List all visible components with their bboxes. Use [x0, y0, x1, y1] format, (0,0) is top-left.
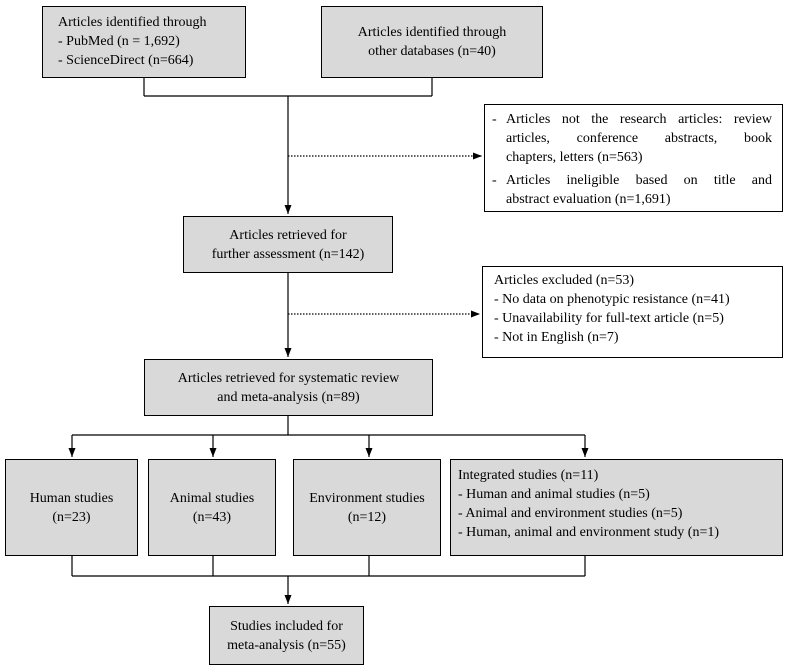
identified-sciencedirect: - ScienceDirect (n=664)	[58, 53, 194, 68]
identified-pubmed: - PubMed (n = 1,692)	[58, 34, 180, 49]
integrated-studies-box: Integrated studies (n=11) - Human and an…	[450, 459, 783, 556]
identified-other-line-1: Articles identified through	[357, 25, 507, 40]
excluded-second-title: Articles excluded (n=53)	[494, 273, 635, 288]
bullet-dash: -	[492, 112, 497, 127]
excluded-first-item-1-line-3: chapters, letters (n=563)	[506, 150, 643, 165]
identified-other-line-2: other databases (n=40)	[368, 44, 496, 59]
integrated-animal-environment: - Animal and environment studies (n=5)	[458, 506, 683, 521]
retrieved-review-line-2: and meta-analysis (n=89)	[217, 389, 360, 405]
retrieved-assessment-box: Articles retrieved for further assessmen…	[183, 216, 393, 273]
retrieved-assessment-line-2: further assessment (n=142)	[211, 246, 365, 262]
bullet-dash: -	[492, 173, 497, 188]
excluded-not-english: - Not in English (n=7)	[494, 330, 619, 345]
excluded-no-data: - No data on phenotypic resistance (n=41…	[494, 292, 730, 307]
excluded-first-box: - Articles not the research articles: re…	[484, 104, 783, 212]
environment-studies-label: Environment studies	[309, 490, 425, 506]
excluded-first-item-2-line-1: Articles ineligible based on title and	[506, 173, 772, 188]
integrated-studies-title: Integrated studies (n=11)	[458, 468, 599, 483]
retrieved-review-line-1: Articles retrieved for systematic review	[177, 370, 400, 386]
included-studies-line-1: Studies included for	[230, 618, 343, 634]
included-studies-box: Studies included for meta-analysis (n=55…	[209, 606, 364, 665]
excluded-first-item-1-line-1: Articles not the research articles: revi…	[506, 112, 772, 127]
animal-studies-label: Animal studies	[169, 490, 255, 506]
integrated-human-animal: - Human and animal studies (n=5)	[458, 487, 650, 502]
environment-studies-box: Environment studies (n=12)	[293, 459, 441, 556]
human-studies-label: Human studies	[29, 490, 114, 506]
excluded-second-box: Articles excluded (n=53) - No data on ph…	[482, 266, 783, 358]
excluded-first-item-1: - Articles not the research articles: re…	[492, 110, 772, 167]
animal-studies-box: Animal studies (n=43)	[148, 459, 276, 556]
human-studies-box: Human studies (n=23)	[5, 459, 138, 556]
identified-databases-box: Articles identified through - PubMed (n …	[42, 6, 246, 78]
retrieved-assessment-line-1: Articles retrieved for	[229, 227, 347, 243]
integrated-all-three: - Human, animal and environment study (n…	[458, 525, 720, 540]
identified-other-box: Articles identified through other databa…	[321, 6, 543, 78]
environment-studies-count: (n=12)	[347, 509, 387, 525]
human-studies-count: (n=23)	[52, 509, 91, 525]
included-studies-line-2: meta-analysis (n=55)	[227, 637, 346, 653]
excluded-first-item-1-line-2: articles, conference abstracts, book	[506, 131, 772, 146]
identified-databases-title: Articles identified through	[58, 15, 207, 30]
excluded-unavailable: - Unavailability for full-text article (…	[494, 311, 724, 326]
excluded-first-item-2-line-2: abstract evaluation (n=1,691)	[506, 192, 671, 207]
animal-studies-count: (n=43)	[192, 509, 232, 525]
retrieved-review-box: Articles retrieved for systematic review…	[144, 359, 433, 416]
excluded-first-item-2: - Articles ineligible based on title and…	[492, 171, 772, 209]
